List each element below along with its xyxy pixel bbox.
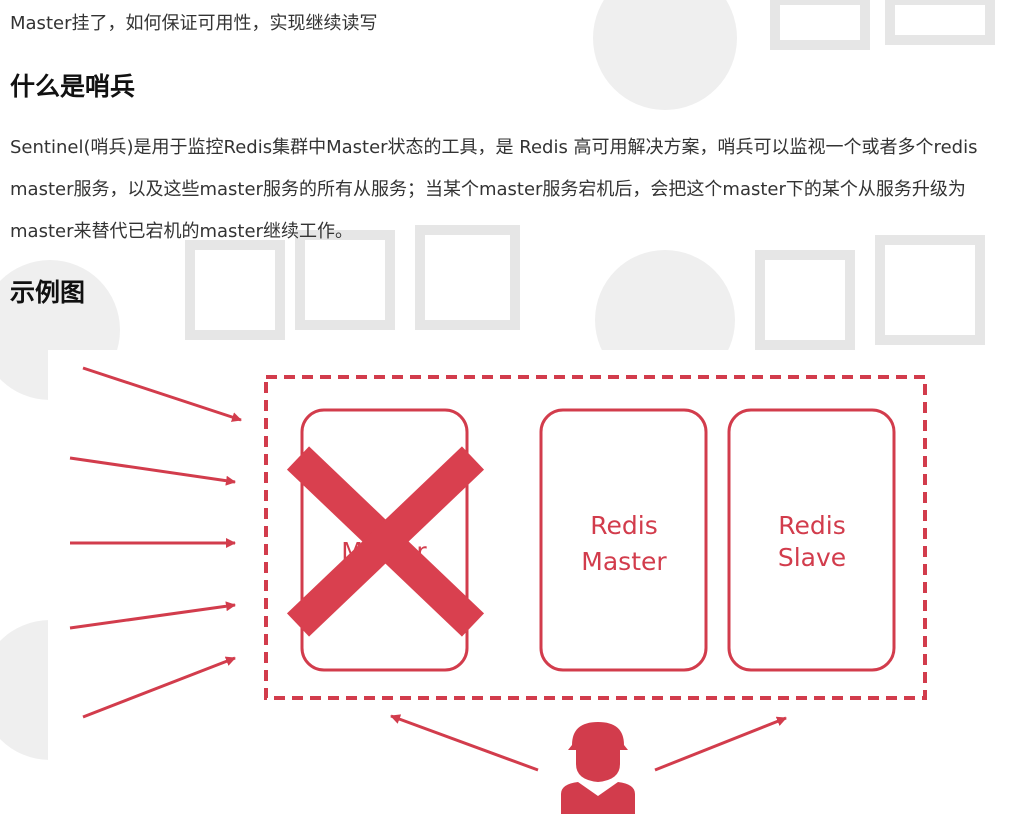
client-arrow-1 xyxy=(82,366,242,422)
redis-slave-node: Redis Slave xyxy=(727,408,896,672)
redis-master-label-line2: Master xyxy=(581,547,667,576)
client-arrow-2 xyxy=(69,456,236,486)
sentinel-diagram: Master Redis Master Redis Slave xyxy=(48,350,958,814)
client-arrow-5 xyxy=(82,656,236,719)
redis-master-label-line1: Redis xyxy=(590,511,657,540)
failure-cross-icon xyxy=(286,446,485,637)
heading-what-is-sentinel: 什么是哨兵 xyxy=(10,72,136,101)
client-arrow-4 xyxy=(69,601,236,630)
redis-slave-label-line2: Slave xyxy=(778,543,846,572)
sentinel-description: Sentinel(哨兵)是用于监控Redis集群中Master状态的工具，是 R… xyxy=(10,137,978,242)
intro-text: Master挂了，如何保证可用性，实现继续读写 xyxy=(10,13,378,34)
sentinel-arrow-right xyxy=(654,716,787,772)
redis-master-node: Redis Master xyxy=(539,408,708,672)
sentinel-soldier-icon xyxy=(561,722,635,814)
redis-slave-label-line1: Redis xyxy=(778,511,845,540)
sentinel-arrow-left xyxy=(390,714,539,772)
heading-example-diagram: 示例图 xyxy=(10,278,86,307)
